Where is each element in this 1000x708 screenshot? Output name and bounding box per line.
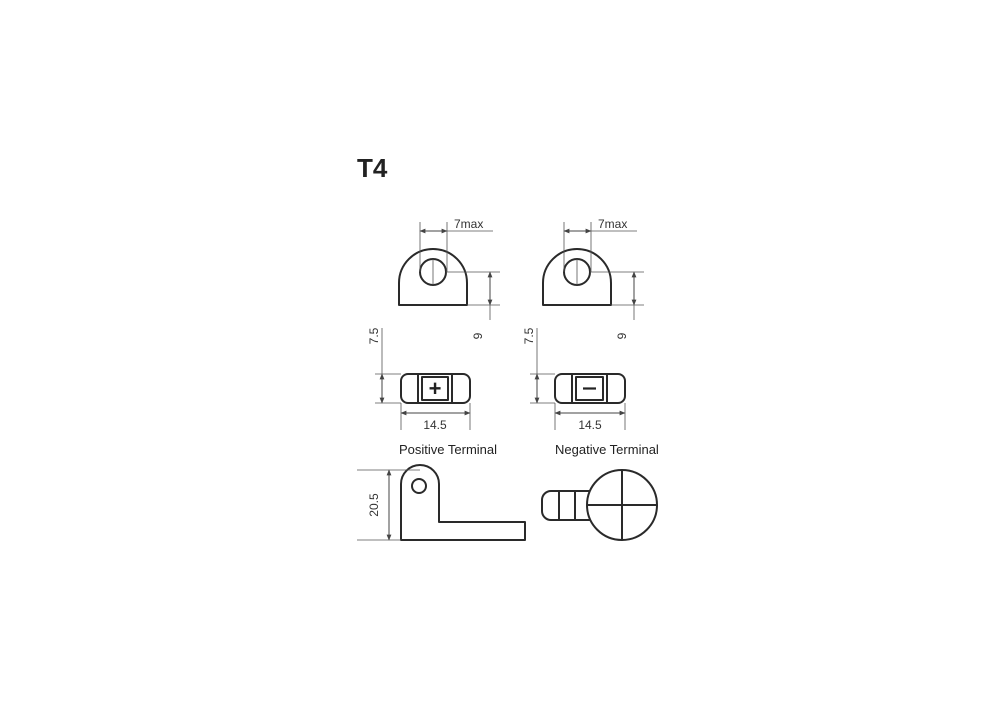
positive-terminal-front-view: + 7.5 14.5 <box>367 327 471 432</box>
pos-head-width-label: 7max <box>454 217 483 231</box>
neg-thickness-label: 7.5 <box>522 327 536 344</box>
terminal-bottom-view <box>541 469 658 541</box>
positive-terminal-label: Positive Terminal <box>399 442 497 457</box>
neg-head-width-label: 7max <box>598 217 627 231</box>
negative-terminal-top-view: 7max 9 <box>542 217 644 339</box>
terminal-side-view: 20.5 <box>357 464 526 541</box>
neg-hole-height-label: 9 <box>615 332 629 339</box>
pos-hole-height-label: 9 <box>471 332 485 339</box>
negative-terminal-label: Negative Terminal <box>555 442 659 457</box>
pos-length-label: 14.5 <box>423 418 447 432</box>
neg-length-label: 14.5 <box>578 418 602 432</box>
negative-terminal-front-view: 7.5 14.5 <box>522 327 626 432</box>
diagram-title: T4 <box>357 153 388 183</box>
positive-terminal-top-view: 7max 9 <box>398 217 500 339</box>
side-height-label: 20.5 <box>367 493 381 517</box>
pos-thickness-label: 7.5 <box>367 327 381 344</box>
plus-symbol: + <box>429 376 442 401</box>
